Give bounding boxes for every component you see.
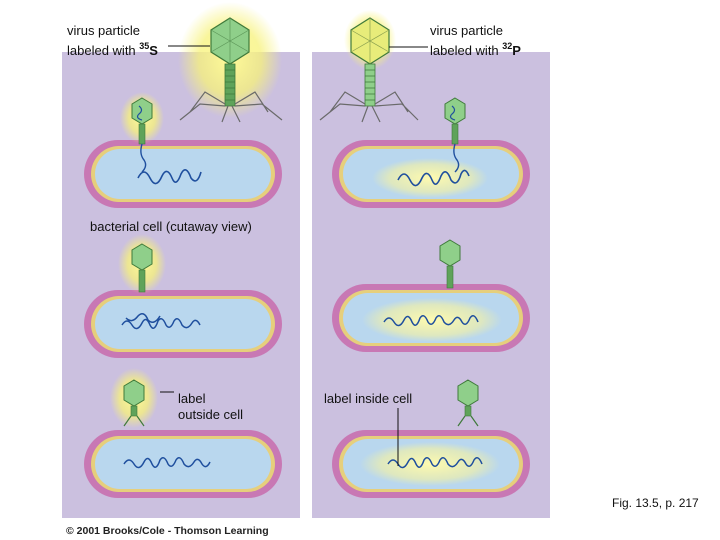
left-cell-2 bbox=[84, 290, 282, 358]
right-large-phage bbox=[319, 17, 419, 123]
right-particle-label: labeled with 32P bbox=[430, 39, 521, 58]
label-outside-line2: outside cell bbox=[178, 407, 244, 422]
left-phage-3 bbox=[123, 379, 145, 427]
left-particle-label: labeled with 35S bbox=[67, 39, 158, 58]
right-phage-2 bbox=[439, 239, 461, 289]
left-large-phage bbox=[179, 17, 283, 123]
left-isotope-symbol: S bbox=[149, 43, 158, 58]
right-particle-label-line2: labeled with bbox=[430, 43, 499, 58]
left-isotope-mass: 35 bbox=[139, 41, 150, 51]
right-phage-1 bbox=[444, 97, 466, 173]
left-isotope: 35S bbox=[139, 41, 158, 58]
right-isotope-symbol: P bbox=[512, 43, 521, 58]
left-particle-label-line2: labeled with bbox=[67, 43, 136, 58]
figure-reference: Fig. 13.5, p. 217 bbox=[612, 496, 699, 510]
right-particle-label-line1: virus particle bbox=[430, 23, 503, 38]
copyright-notice: © 2001 Brooks/Cole - Thomson Learning bbox=[66, 525, 269, 537]
label-outside-line1: label bbox=[178, 391, 206, 406]
right-isotope-mass: 32 bbox=[502, 41, 513, 51]
left-particle-label-line1: virus particle bbox=[67, 23, 140, 38]
right-cell-3 bbox=[332, 430, 530, 498]
right-phage-3 bbox=[457, 379, 479, 427]
right-isotope: 32P bbox=[502, 41, 521, 58]
label-inside-cell: label inside cell bbox=[324, 391, 413, 406]
right-cell-2 bbox=[332, 284, 530, 352]
left-phage-2 bbox=[131, 243, 153, 293]
right-cell-1 bbox=[332, 140, 530, 208]
left-cell-1 bbox=[84, 140, 282, 208]
left-cell-3 bbox=[84, 430, 282, 498]
bacterial-cell-label: bacterial cell (cutaway view) bbox=[90, 219, 252, 234]
left-phage-1 bbox=[131, 97, 153, 173]
